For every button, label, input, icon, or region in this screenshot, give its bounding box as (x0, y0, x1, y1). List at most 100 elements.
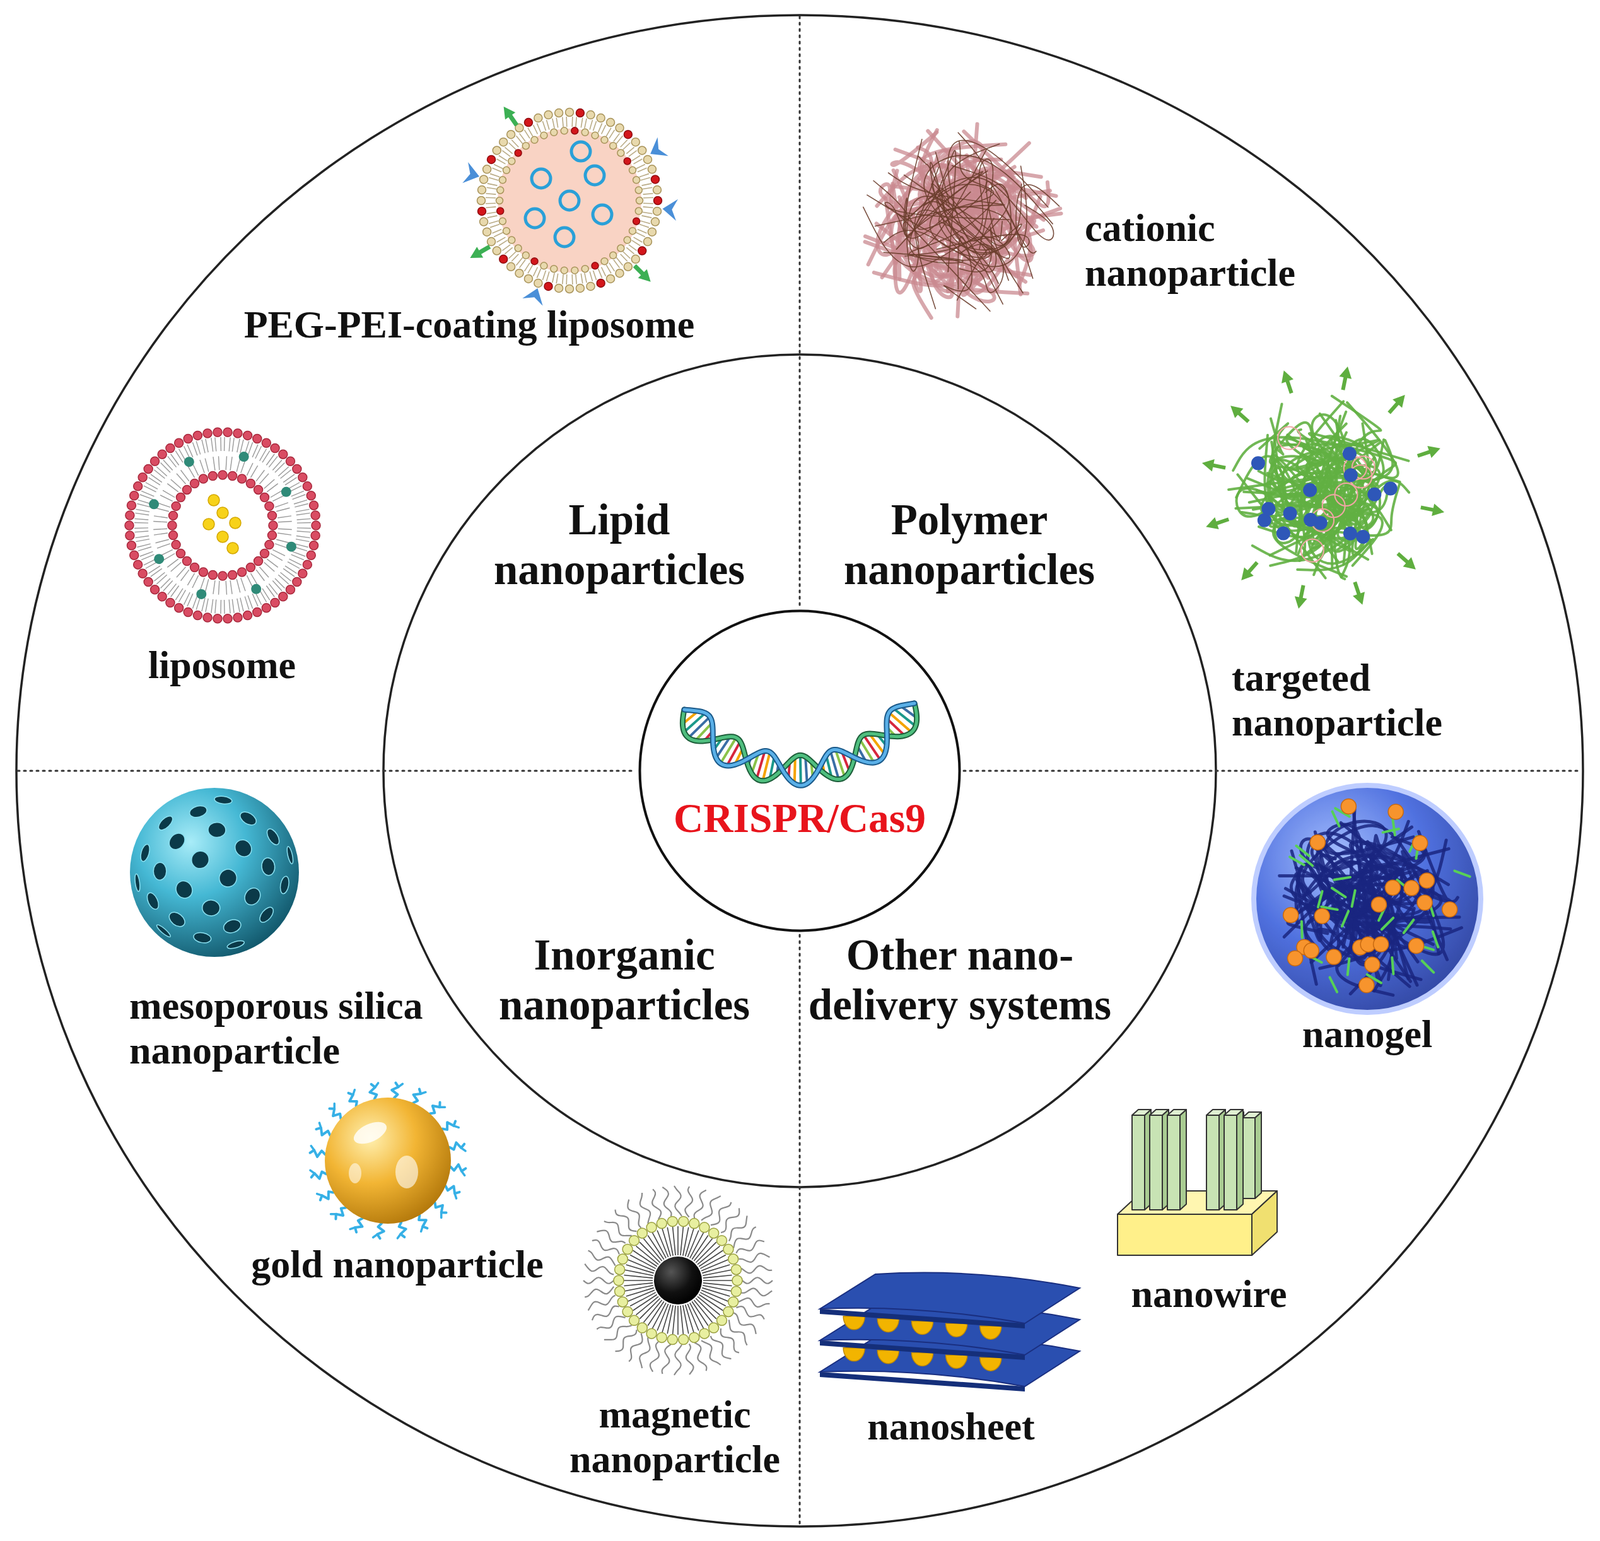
membrane-cargo (184, 456, 195, 467)
gold-nanoparticle-figure (310, 1082, 467, 1239)
sheet-cargo (911, 1321, 934, 1335)
lipid-head (629, 166, 637, 174)
surfactant-head (728, 1296, 739, 1307)
lipid-head (606, 118, 615, 127)
gel-cargo-stick (1342, 911, 1349, 927)
nanosheet-figure (819, 1272, 1080, 1392)
lipid-tail (620, 254, 628, 262)
lipid-tail (187, 444, 193, 458)
lipid-tail (606, 264, 612, 274)
lipid-head (531, 257, 538, 265)
surfactant-tail (683, 1304, 689, 1334)
surfactant-head (636, 1227, 648, 1238)
lipid-head (309, 500, 319, 510)
lipid-head (650, 175, 660, 184)
lipid-head (492, 146, 501, 155)
magnetic-nanoparticle-figure (583, 1185, 773, 1375)
category-sector: Other nano- delivery systems (795, 930, 1124, 1031)
cargo-dot (1303, 512, 1318, 527)
lipid-head (267, 531, 277, 540)
item-label: PEG-PEI-coating liposome (229, 302, 709, 347)
wire-front (1167, 1115, 1180, 1210)
lipid-tail (228, 437, 231, 452)
lipid-tail (135, 539, 150, 542)
lipid-head (167, 520, 177, 530)
ligand-arrowhead (1392, 394, 1406, 408)
lipid-tail (153, 515, 168, 518)
lipid-head (285, 585, 295, 595)
lipid-tail (491, 167, 502, 172)
polymer-chain (583, 1277, 614, 1284)
lipid-tail (533, 124, 538, 134)
lipid-head (237, 567, 247, 577)
surfactant-tail (623, 1282, 653, 1286)
lipid-tail (187, 465, 195, 478)
label-box: targeted nanoparticle (1231, 655, 1472, 746)
pore (188, 804, 209, 820)
lipid-head (631, 138, 640, 147)
polymer-chain (701, 1340, 721, 1365)
lipid-head (508, 157, 516, 165)
wire-top (1167, 1109, 1187, 1116)
lipid-tail (170, 454, 180, 466)
lipid-head (496, 207, 504, 215)
lipid-tail (640, 220, 651, 224)
lipid-head (633, 176, 641, 184)
lipid-tail (134, 536, 149, 538)
polymer-chain (686, 1343, 694, 1374)
lipid-tail (246, 575, 253, 588)
lipid-head (310, 531, 320, 540)
ligand-arrowhead (1281, 370, 1294, 384)
lipid-head (647, 227, 656, 236)
core-cargo (208, 494, 220, 506)
lipid-tail (636, 232, 646, 238)
lipid-tail (601, 124, 607, 134)
targeting-ligand (662, 199, 678, 221)
ligand-branch (440, 1212, 443, 1218)
divider-line (799, 16, 801, 607)
lipid-tail (192, 442, 197, 456)
lipid-tail (236, 578, 241, 593)
lipid-head (601, 257, 608, 265)
lipid-tail (490, 173, 500, 177)
mesoporous-silica-figure (129, 787, 299, 957)
lipid-tail (237, 598, 240, 613)
lipid-tail (268, 583, 278, 595)
lipid-tail (283, 474, 295, 483)
lipid-tail (485, 206, 496, 208)
dna-helix (682, 703, 917, 786)
lipid-tail (296, 512, 311, 515)
lipid-head (306, 491, 316, 501)
surfactant-tail (703, 1279, 733, 1281)
gel-cargo-dot (1417, 894, 1433, 911)
polymer-strand (1267, 461, 1322, 513)
lipid-head (635, 186, 643, 194)
lipid-head (478, 206, 487, 216)
lipid-tail (296, 536, 311, 538)
cargo-dot (1383, 481, 1398, 496)
lipid-head (233, 428, 243, 438)
cargo-ring (554, 227, 574, 247)
divider-line (963, 770, 1582, 772)
surfactant-head (656, 1331, 667, 1343)
lipid-tail (163, 580, 173, 591)
surfactant-tail (683, 1227, 689, 1256)
membrane-cargo (153, 553, 164, 564)
lipid-head (311, 520, 321, 530)
lipid-head (203, 428, 212, 438)
lipid-head (126, 541, 136, 550)
lipid-tail (150, 568, 163, 577)
ligand-branch (333, 1103, 337, 1109)
lipid-tail (589, 119, 593, 130)
cargo-outline (1334, 483, 1358, 506)
lipid-tail (204, 578, 209, 593)
cargo-outline (1277, 426, 1301, 450)
lipid-tail (266, 454, 275, 466)
lipid-tail (259, 589, 267, 602)
gel-cargo-stick (1331, 811, 1339, 827)
lipid-head (245, 478, 255, 488)
lipid-tail (134, 522, 149, 524)
cargo-dot (1342, 446, 1357, 461)
wire-top (1149, 1109, 1169, 1116)
lipid-tail (283, 568, 295, 577)
